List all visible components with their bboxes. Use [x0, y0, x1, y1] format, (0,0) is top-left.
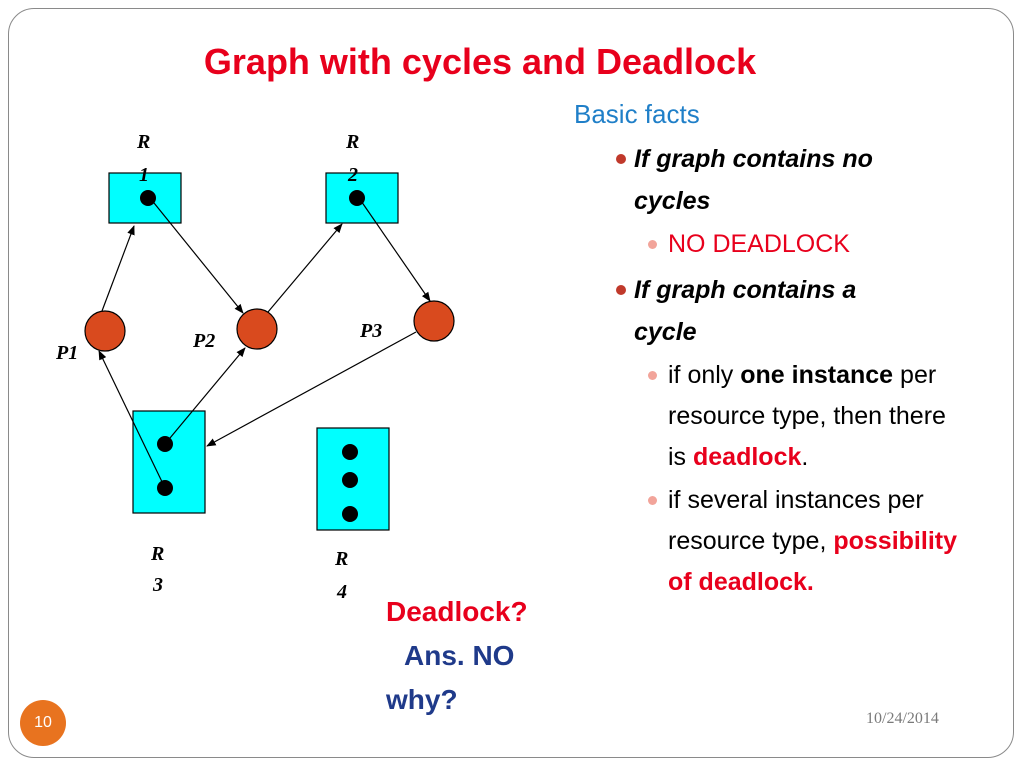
sub-text-red: possibility of deadlock. [668, 527, 957, 596]
r2-label: R [345, 131, 359, 153]
basic-facts-panel: Basic facts If graph contains no cycles … [574, 96, 994, 603]
r4-label: 4 [336, 581, 347, 603]
resource-allocation-graph: R 1 R 2 R 3 R 4 P1 P2 P3 [55, 131, 455, 603]
edge-p3-request-r3 [206, 331, 417, 447]
r4-instance-dot [342, 472, 358, 488]
slide-frame [8, 8, 1014, 758]
question-text: Deadlock? [386, 596, 528, 627]
edge-r1-assigned-p2 [149, 197, 244, 314]
sub-text-bold: one instance [740, 361, 894, 389]
bullet-text: If graph contains no cycles [634, 145, 873, 215]
sub-text: . [801, 443, 809, 471]
sub-bullet-one-instance: if only one instance per resource type, … [574, 355, 958, 478]
sub-text: if only [668, 361, 741, 389]
sub-bullet-dot [648, 496, 657, 505]
sub-bullet-dot [648, 371, 657, 380]
bullet-dot [616, 154, 626, 164]
bullet-no-cycles: If graph contains no cycles [574, 138, 924, 222]
process-p3 [413, 300, 455, 342]
sub-bullet-text: NO DEADLOCK [668, 230, 850, 258]
r2-instance-dot [349, 190, 365, 206]
r1-label: R [136, 131, 150, 153]
r4-instance-dot [342, 506, 358, 522]
edge-p2-request-r2 [267, 223, 343, 313]
resource-r3-box [132, 410, 206, 514]
p3-label: P3 [359, 320, 382, 342]
process-p2 [236, 308, 278, 350]
sub-text: if several instances per resource type, [668, 486, 924, 555]
sub-bullet-no-deadlock: NO DEADLOCK [574, 224, 958, 265]
sub-bullet-dot [648, 240, 657, 249]
sub-text-red: deadlock [693, 443, 802, 471]
bullet-cycle: If graph contains a cycle [574, 269, 924, 353]
slide-title: Graph with cycles and Deadlock [203, 41, 757, 82]
r1-label: 1 [139, 164, 149, 186]
answer-text: Ans. NO [404, 640, 515, 671]
basic-facts-heading: Basic facts [574, 99, 700, 129]
edge-r2-assigned-p3 [358, 197, 431, 302]
r4-label: R [334, 548, 348, 570]
r4-instance-dot [342, 444, 358, 460]
p2-label: P2 [192, 330, 215, 352]
bullet-dot [616, 285, 626, 295]
r2-label: 2 [347, 164, 358, 186]
r3-label: R [150, 543, 164, 565]
edge-r3-assigned-p1 [98, 350, 166, 489]
p1-label: P1 [55, 342, 78, 364]
bullet-text: If graph contains a cycle [634, 276, 857, 346]
question-answer: Deadlock? Ans. NO why? [386, 590, 528, 722]
slide-date: 10/24/2014 [866, 710, 939, 727]
sub-text: per resource type, then there is [668, 361, 946, 471]
process-p1 [84, 310, 126, 352]
sub-bullet-several-instances: if several instances per resource type, … [574, 480, 958, 603]
why-text: why? [386, 684, 458, 715]
edge-r3-assigned-p2 [164, 347, 246, 445]
slide-number-badge: 10 [20, 700, 66, 746]
r3-label: 3 [152, 574, 163, 596]
edge-p1-request-r1 [101, 225, 135, 312]
r1-instance-dot [140, 190, 156, 206]
